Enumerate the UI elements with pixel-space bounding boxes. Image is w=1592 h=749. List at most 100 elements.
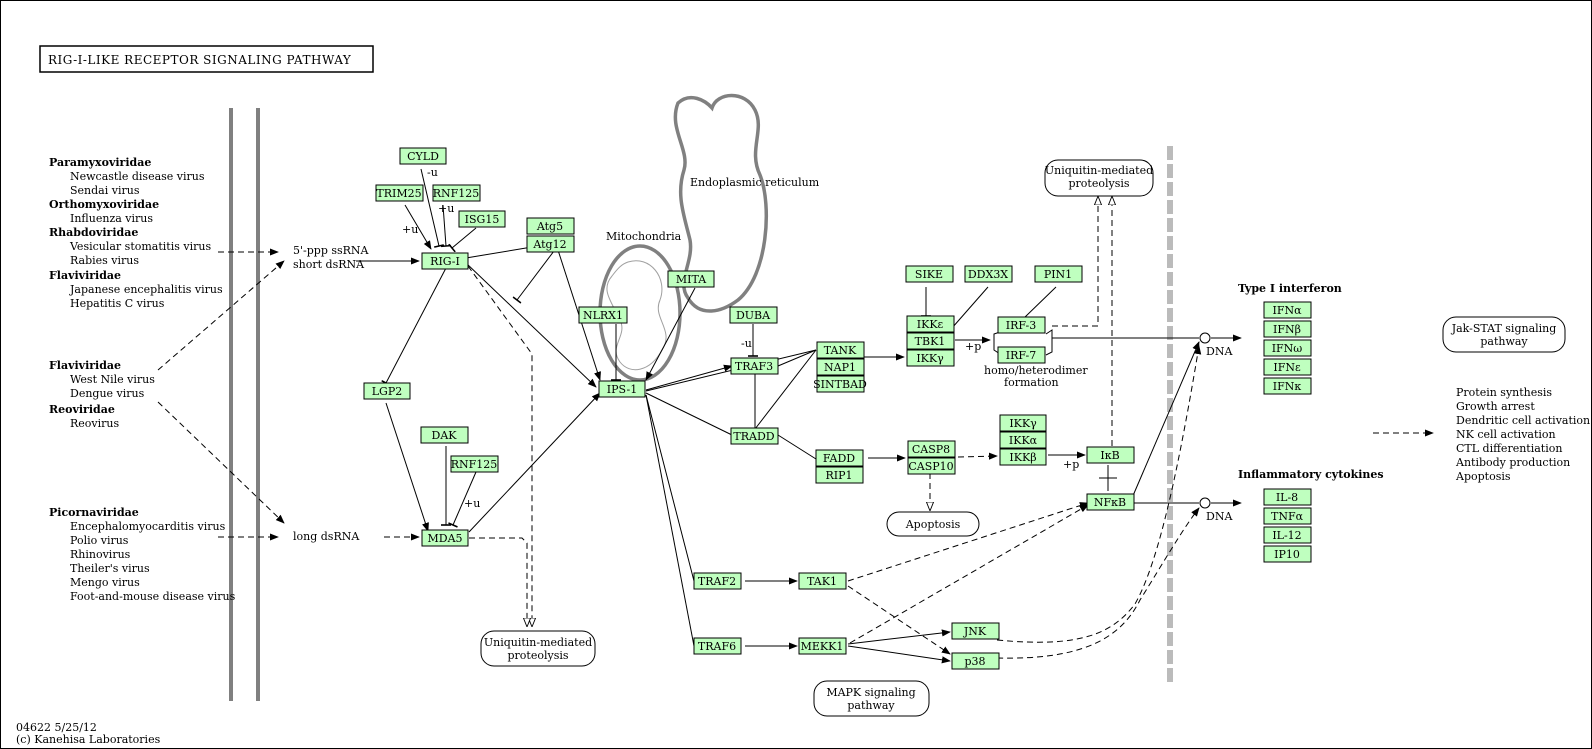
jak-stat-signaling-pathway-link[interactable]: Jak-STAT signaling pathway <box>1442 316 1566 353</box>
gene-mita[interactable]: MITA <box>667 270 715 288</box>
gene-rnf125[interactable]: RNF125 <box>450 455 499 473</box>
svg-text:LGP2: LGP2 <box>372 385 403 398</box>
inflammatory-cytokines-heading: Inflammatory cytokines <box>1238 468 1384 481</box>
gene-duba[interactable]: DUBA <box>729 306 778 324</box>
svg-text:CASP8: CASP8 <box>912 443 950 456</box>
svg-text:IL-12: IL-12 <box>1272 529 1301 542</box>
dna-node <box>1199 332 1211 344</box>
virus-family: Orthomyxoviridae <box>49 198 159 211</box>
gene-ips-1[interactable]: IPS-1 <box>598 380 646 398</box>
virus-name: West Nile virus <box>70 373 155 386</box>
svg-text:RIG-I-LIKE RECEPTOR SIGNALING: RIG-I-LIKE RECEPTOR SIGNALING PATHWAY <box>48 53 352 67</box>
gene-irf-3[interactable]: IRF-3 <box>997 316 1046 334</box>
svg-text:Uniquitin-mediated: Uniquitin-mediated <box>484 636 592 649</box>
gene-tnf-alpha[interactable]: TNFα <box>1263 507 1312 525</box>
interaction-edges <box>157 168 1434 664</box>
outcome-item: Antibody production <box>1455 456 1570 469</box>
mitochondria-label: Mitochondria <box>606 230 682 243</box>
gene-ifn-beta[interactable]: IFNβ <box>1263 320 1312 338</box>
virus-name: Rabies virus <box>70 254 139 267</box>
gene-traf2[interactable]: TRAF2 <box>693 572 742 590</box>
gene-trim25[interactable]: TRIM25 <box>375 184 424 202</box>
svg-text:IP10: IP10 <box>1274 548 1300 561</box>
gene-casp10[interactable]: CASP10 <box>907 457 956 475</box>
gene-pin1[interactable]: PIN1 <box>1034 265 1083 283</box>
ubiquitination-label: +u <box>438 202 454 215</box>
gene-ifn-omega[interactable]: IFNω <box>1263 339 1312 357</box>
gene-cyld[interactable]: CYLD <box>399 147 447 165</box>
dna-node <box>1199 497 1211 509</box>
virus-name: Influenza virus <box>70 212 153 225</box>
gene-ikk-alpha[interactable]: IKKα <box>999 431 1047 449</box>
gene-tak1[interactable]: TAK1 <box>798 572 847 590</box>
gene-nlrx1[interactable]: NLRX1 <box>578 306 628 324</box>
gene-ip10[interactable]: IP10 <box>1263 545 1312 563</box>
svg-text:IKKε: IKKε <box>917 318 944 331</box>
gene-il-8[interactable]: IL-8 <box>1263 488 1312 506</box>
mapk-signaling-pathway-link[interactable]: MAPK signaling pathway <box>813 680 930 717</box>
gene-sintbad[interactable]: SINTBAD <box>813 375 867 393</box>
virus-name: Reovirus <box>70 417 119 430</box>
outcome-item: Dendritic cell activation <box>1456 414 1590 427</box>
svg-text:TRAF6: TRAF6 <box>698 640 736 653</box>
apoptosis-pathway-link[interactable]: Apoptosis <box>886 511 980 537</box>
gene-ifn-kappa[interactable]: IFNκ <box>1263 377 1312 395</box>
svg-text:IPS-1: IPS-1 <box>607 383 637 396</box>
gene-rnf125[interactable]: RNF125 <box>432 184 481 202</box>
gene-atg12[interactable]: Atg12 <box>526 235 575 253</box>
svg-text:IRF-7: IRF-7 <box>1006 349 1036 362</box>
svg-text:ISG15: ISG15 <box>465 213 500 226</box>
gene-casp8[interactable]: CASP8 <box>907 440 956 458</box>
virus-name: Japanese encephalitis virus <box>69 283 223 296</box>
svg-text:pathway: pathway <box>847 699 895 712</box>
gene-ikb[interactable]: IκB <box>1086 446 1135 464</box>
svg-text:NLRX1: NLRX1 <box>583 309 623 322</box>
svg-text:Apoptosis: Apoptosis <box>905 518 961 531</box>
gene-jnk[interactable]: JNK <box>951 622 1000 640</box>
gene-tbk1[interactable]: TBK1 <box>906 332 955 350</box>
svg-text:MITA: MITA <box>676 273 707 286</box>
svg-text:RIG-I: RIG-I <box>430 255 460 268</box>
gene-ifn-alpha[interactable]: IFNα <box>1263 301 1312 319</box>
gene-mda5[interactable]: MDA5 <box>421 529 469 547</box>
ubiquitin-proteolysis-pathway-link[interactable]: Uniquitin-mediated proteolysis <box>480 630 596 667</box>
gene-traf6[interactable]: TRAF6 <box>693 637 742 655</box>
gene-ikk-epsilon[interactable]: IKKε <box>906 315 955 333</box>
gene-fadd[interactable]: FADD <box>815 449 864 467</box>
svg-text:Atg5: Atg5 <box>536 220 563 233</box>
gene-tank[interactable]: TANK <box>816 341 865 359</box>
gene-rip1[interactable]: RIP1 <box>815 466 864 484</box>
gene-il-12[interactable]: IL-12 <box>1263 526 1312 544</box>
dimer-formation-label: formation <box>1004 376 1059 389</box>
ubiquitin-proteolysis-pathway-link[interactable]: Uniquitin-mediated proteolysis <box>1044 159 1154 197</box>
gene-isg15[interactable]: ISG15 <box>458 210 506 228</box>
gene-rig-i[interactable]: RIG-I <box>421 252 469 270</box>
gene-nap1[interactable]: NAP1 <box>816 358 865 376</box>
gene-nfkb[interactable]: NFκB <box>1086 493 1135 511</box>
svg-text:IL-8: IL-8 <box>1276 491 1298 504</box>
virus-family: Rhabdoviridae <box>49 226 138 239</box>
gene-ifn-epsilon[interactable]: IFNε <box>1263 358 1312 376</box>
gene-atg5[interactable]: Atg5 <box>526 217 575 235</box>
virus-family: Reoviridae <box>49 403 115 416</box>
svg-text:pathway: pathway <box>1480 335 1528 348</box>
gene-traf3[interactable]: TRAF3 <box>730 357 779 375</box>
gene-dak[interactable]: DAK <box>420 426 469 444</box>
svg-text:PIN1: PIN1 <box>1044 268 1072 281</box>
gene-sike[interactable]: SIKE <box>905 265 954 283</box>
outcome-item: CTL differentiation <box>1456 442 1562 455</box>
gene-ikk-gamma[interactable]: IKKγ <box>906 349 955 367</box>
gene-ikk-beta[interactable]: IKKβ <box>999 448 1047 466</box>
gene-ddx3x[interactable]: DDX3X <box>964 265 1013 283</box>
gene-lgp2[interactable]: LGP2 <box>363 382 411 400</box>
virus-name: Polio virus <box>70 534 129 547</box>
svg-text:TRAF2: TRAF2 <box>698 575 736 588</box>
gene-p38[interactable]: p38 <box>951 652 1000 670</box>
gene-mekk1[interactable]: MEKK1 <box>798 637 847 655</box>
svg-text:SIKE: SIKE <box>915 268 943 281</box>
gene-tradd[interactable]: TRADD <box>730 427 779 445</box>
gene-ikk-gamma[interactable]: IKKγ <box>999 414 1047 432</box>
modification-labels: -u +u +u +u -u +p +p <box>402 166 1079 510</box>
svg-text:IRF-3: IRF-3 <box>1006 319 1036 332</box>
gene-irf-7[interactable]: IRF-7 <box>997 346 1046 364</box>
